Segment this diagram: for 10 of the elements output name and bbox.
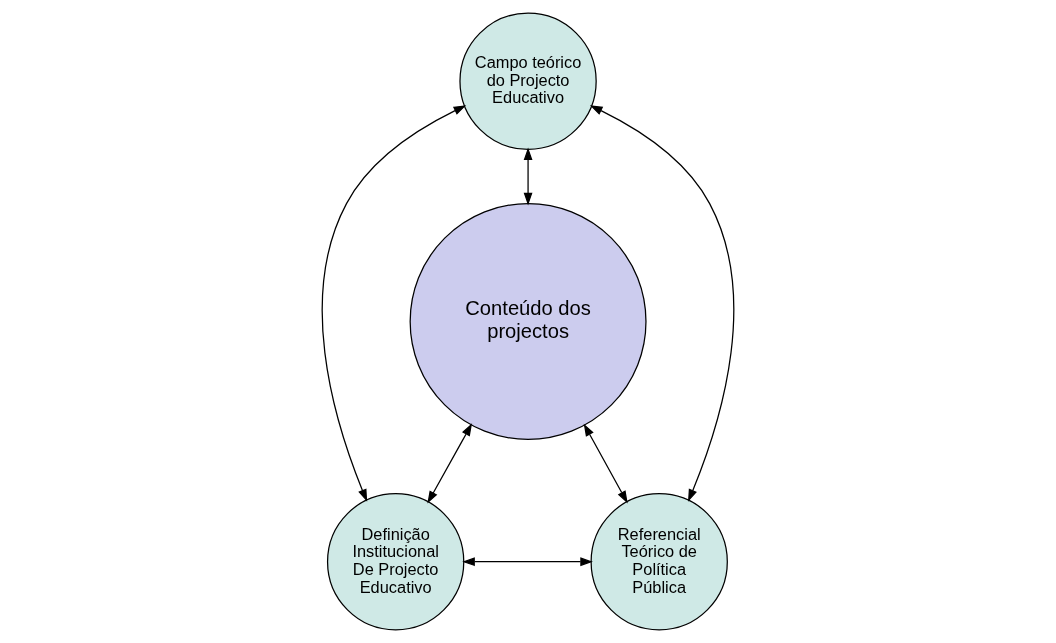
arrow (589, 105, 735, 502)
arrow (427, 423, 473, 504)
node-circle: Conteúdo dos projectos (409, 202, 647, 441)
arrow (583, 423, 628, 504)
node-circle: Definição Institucional De Projecto Educativo (326, 493, 465, 631)
arrow (321, 105, 467, 502)
arrow (523, 147, 533, 206)
node-circle: Campo teórico do Projecto Educativo (459, 12, 597, 150)
arrow (462, 557, 593, 567)
node-circle: Referencial Teórico de Política Pública (590, 493, 728, 631)
